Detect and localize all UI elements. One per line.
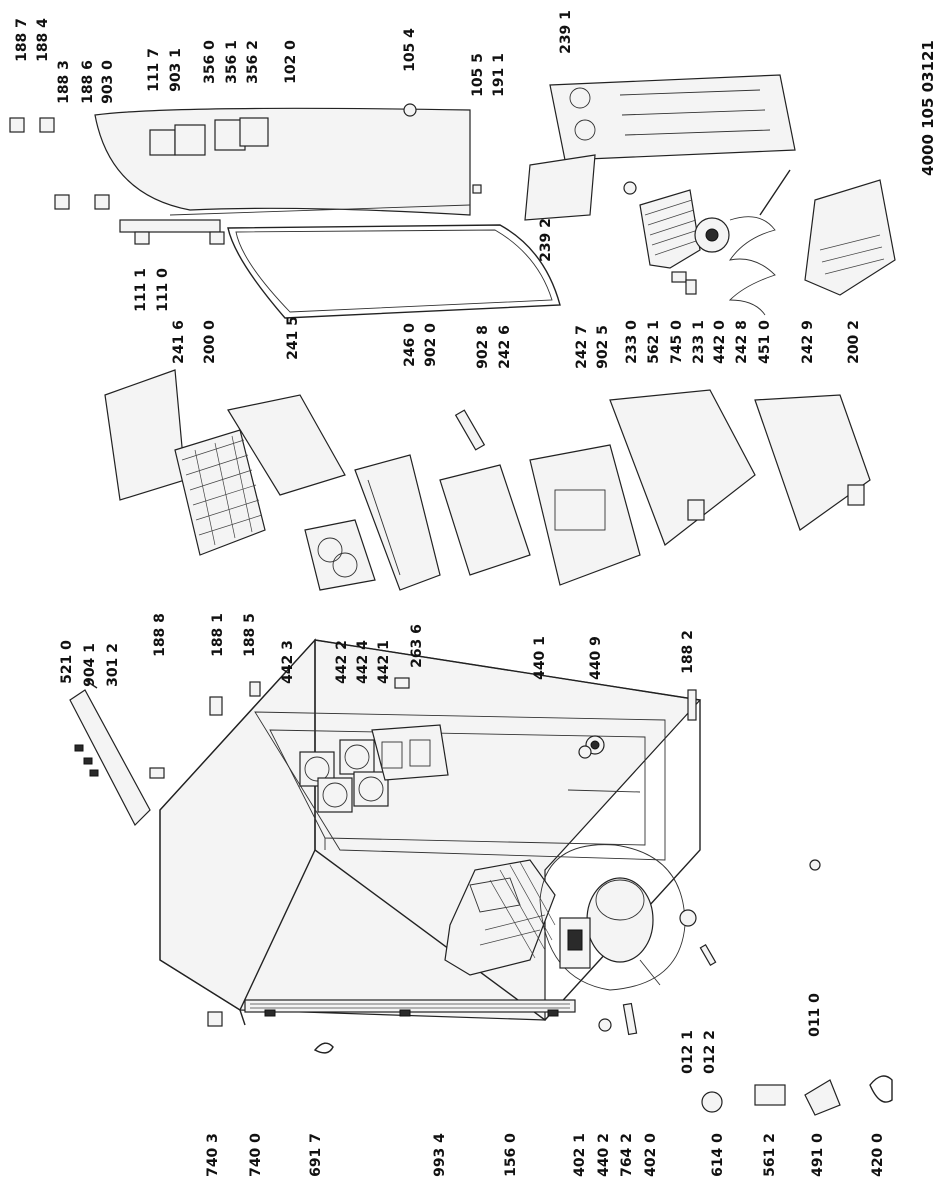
cooling-unit [639, 169, 896, 316]
part-label: 614 0 [710, 1133, 726, 1177]
door-gasket [227, 224, 561, 319]
part-label: 233 1 [691, 320, 707, 364]
part-label: 102 0 [283, 40, 299, 84]
part-label: 263 6 [409, 624, 425, 668]
part-label: 111 7 [146, 48, 162, 92]
part-label: 902 0 [423, 323, 439, 367]
part-label: 402 0 [643, 1133, 659, 1177]
part-label: 440 2 [596, 1133, 612, 1177]
part-label: 442 1 [376, 640, 392, 684]
part-label: 188 4 [35, 18, 51, 62]
part-label: 188 2 [680, 630, 696, 674]
part-label: 903 0 [100, 60, 116, 104]
part-label: 745 0 [669, 320, 685, 364]
part-label: 993 4 [432, 1133, 448, 1177]
part-label: 691 7 [308, 1133, 324, 1177]
compressor-assembly [539, 844, 697, 991]
part-label: 902 5 [595, 325, 611, 369]
part-label: 301 2 [105, 643, 121, 687]
part-label: 904 1 [82, 643, 98, 687]
part-label: 440 1 [532, 636, 548, 680]
part-label: 188 5 [242, 613, 258, 657]
part-label: 233 0 [624, 320, 640, 364]
part-label: 402 1 [572, 1133, 588, 1177]
part-label: 242 6 [497, 325, 513, 369]
part-label: 562 1 [646, 320, 662, 364]
part-label: 442 0 [712, 320, 728, 364]
part-label: 246 0 [402, 323, 418, 367]
part-label: 105 5 [470, 53, 486, 97]
part-label: 012 1 [680, 1030, 696, 1074]
part-label: 191 1 [491, 53, 507, 97]
part-label: 242 8 [734, 320, 750, 364]
part-label: 740 3 [205, 1133, 221, 1177]
part-label: 188 7 [14, 18, 30, 62]
document-number: 4000 105 03121 [919, 40, 937, 176]
knob-parts [578, 735, 605, 759]
part-label: 200 0 [202, 320, 218, 364]
part-label: 521 0 [59, 640, 75, 684]
part-label: 188 1 [210, 613, 226, 657]
part-label: 188 8 [152, 613, 168, 657]
part-label: 111 0 [155, 268, 171, 312]
part-label: 105 4 [402, 28, 418, 72]
part-label: 356 1 [224, 40, 240, 84]
part-label: 239 1 [558, 10, 574, 54]
shelf-and-drawer-set [104, 369, 871, 591]
door-panel [9, 103, 482, 245]
part-label: 242 9 [800, 320, 816, 364]
part-label: 420 0 [870, 1133, 886, 1177]
part-label: 356 2 [245, 40, 261, 84]
part-label: 239 2 [538, 218, 554, 262]
part-label: 902 8 [475, 325, 491, 369]
part-label: 012 2 [702, 1030, 718, 1074]
part-label: 764 2 [619, 1133, 635, 1177]
part-label: 188 3 [56, 60, 72, 104]
part-label: 156 0 [503, 1133, 519, 1177]
part-label: 442 3 [280, 640, 296, 684]
part-label: 440 9 [588, 636, 604, 680]
part-label: 242 7 [574, 325, 590, 369]
part-label: 442 2 [334, 640, 350, 684]
part-label: 241 5 [285, 316, 301, 360]
part-label: 241 6 [171, 320, 187, 364]
part-label: 740 0 [248, 1133, 264, 1177]
part-label: 442 4 [355, 640, 371, 684]
fan-units [299, 724, 449, 813]
cabinet-body [159, 638, 702, 1026]
part-label: 491 0 [810, 1133, 826, 1177]
loose-small-parts [207, 859, 893, 1116]
part-label: 561 2 [762, 1133, 778, 1177]
part-label: 111 1 [133, 268, 149, 312]
control-panel [69, 677, 697, 827]
part-label: 011 0 [807, 993, 823, 1037]
evaporator-tray [444, 859, 556, 976]
back-panel [524, 74, 796, 221]
part-label: 903 1 [168, 48, 184, 92]
part-label: 451 0 [757, 320, 773, 364]
part-label: 188 6 [80, 60, 96, 104]
part-label: 356 0 [202, 40, 218, 84]
part-label: 200 2 [846, 320, 862, 364]
